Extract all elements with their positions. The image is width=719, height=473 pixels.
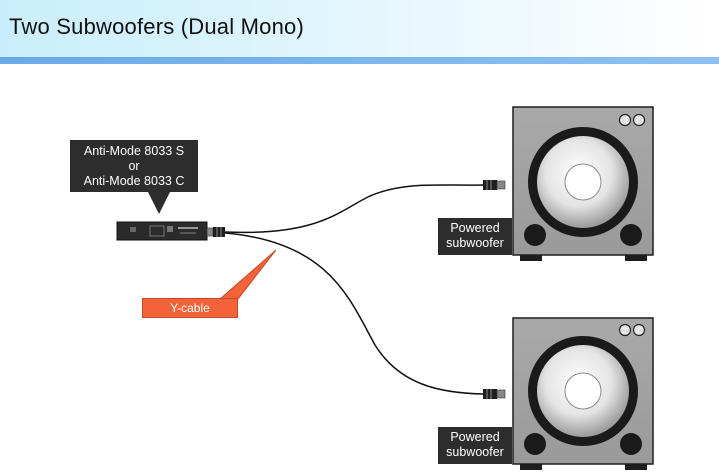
device-callout-line-3: Anti-Mode 8033 C bbox=[83, 174, 185, 188]
subwoofer-1-label-line-2: subwoofer bbox=[446, 236, 504, 250]
subwoofer-1-knob-2 bbox=[632, 113, 646, 127]
subwoofer-1-port-right bbox=[620, 224, 642, 246]
subwoofer-2-label: Powered subwoofer bbox=[438, 427, 512, 464]
subwoofer-1 bbox=[512, 106, 654, 261]
subwoofer-1-rca-plug bbox=[483, 180, 506, 190]
cable-to-subwoofer-2 bbox=[224, 232, 484, 395]
device-rca-plug bbox=[206, 227, 225, 237]
header-divider bbox=[0, 57, 719, 64]
subwoofer-1-label: Powered subwoofer bbox=[438, 218, 512, 255]
device-callout-line-1: Anti-Mode 8033 S bbox=[83, 144, 185, 158]
anti-mode-device bbox=[116, 221, 208, 241]
subwoofer-2-rca-plug bbox=[483, 389, 506, 399]
subwoofer-1-label-line-1: Powered bbox=[450, 221, 500, 235]
device-callout: Anti-Mode 8033 S or Anti-Mode 8033 C bbox=[70, 140, 198, 192]
page-title: Two Subwoofers (Dual Mono) bbox=[9, 14, 304, 39]
device-callout-pointer bbox=[148, 192, 170, 214]
subwoofer-2-knob-2 bbox=[632, 323, 646, 337]
device-callout-line-2: or bbox=[128, 159, 140, 173]
subwoofer-2-port-left bbox=[524, 433, 546, 455]
header-banner: Two Subwoofers (Dual Mono) bbox=[0, 0, 719, 57]
subwoofer-2-label-line-2: subwoofer bbox=[446, 445, 504, 459]
subwoofer-2-port-right bbox=[620, 433, 642, 455]
y-cable-label: Y-cable bbox=[142, 298, 238, 318]
subwoofer-2-knob-1 bbox=[618, 323, 632, 337]
cable-to-subwoofer-1 bbox=[224, 184, 484, 234]
subwoofer-1-knob-1 bbox=[618, 113, 632, 127]
subwoofer-2 bbox=[512, 317, 654, 470]
subwoofer-2-label-line-1: Powered bbox=[450, 430, 500, 444]
subwoofer-1-port-left bbox=[524, 224, 546, 246]
y-cable-pointer bbox=[218, 249, 277, 300]
